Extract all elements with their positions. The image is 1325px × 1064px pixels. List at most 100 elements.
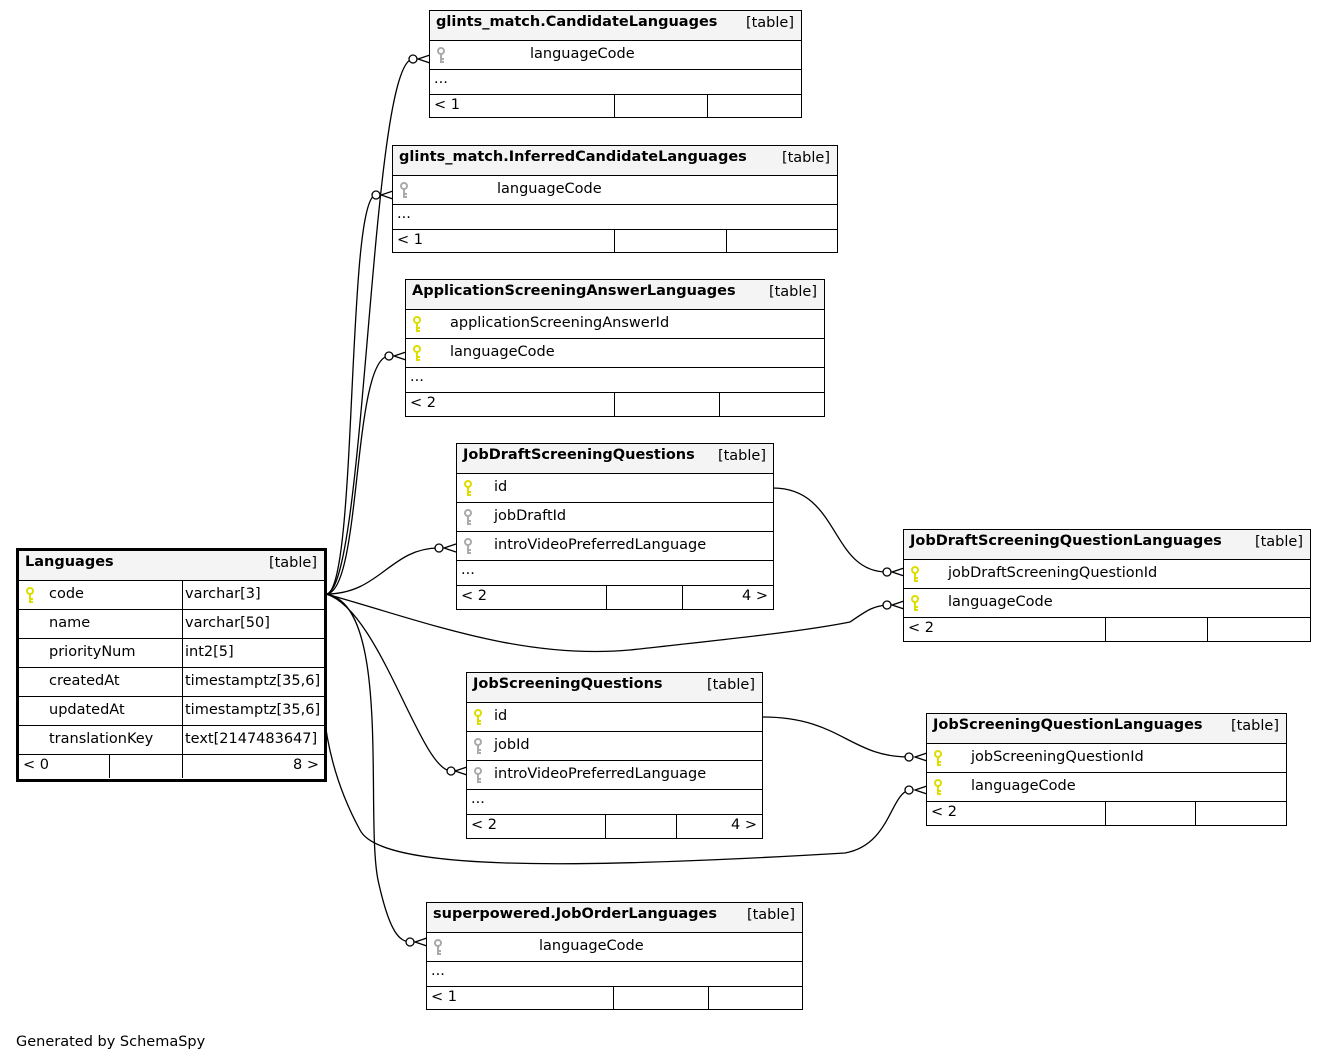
table-name[interactable]: JobDraftScreeningQuestions — [463, 447, 695, 463]
optional-marker — [408, 54, 418, 64]
table-header: ApplicationScreeningAnswerLanguages[tabl… — [406, 280, 824, 310]
table-candidate-languages[interactable]: glints_match.CandidateLanguages[table]la… — [429, 10, 802, 118]
column-row[interactable]: applicationScreeningAnswerId — [406, 310, 824, 339]
column-row[interactable]: introVideoPreferredLanguage — [467, 761, 762, 790]
column-row[interactable]: languageCode — [904, 589, 1310, 618]
optional-marker — [904, 752, 914, 762]
cell-divider — [182, 668, 183, 696]
crowfoot — [912, 752, 928, 762]
column-type: timestamptz[35,6] — [185, 673, 321, 689]
column-type: varchar[50] — [185, 615, 270, 631]
primary-key-icon — [412, 345, 426, 363]
children-count[interactable]: 8 > — [293, 757, 319, 773]
children-count[interactable]: 4 > — [742, 588, 768, 604]
parents-count[interactable]: < 2 — [908, 620, 934, 636]
crowfoot — [889, 567, 905, 577]
column-name: id — [494, 479, 508, 495]
parents-count[interactable]: < 0 — [23, 757, 49, 773]
parents-count[interactable]: < 2 — [461, 588, 487, 604]
column-name: name — [49, 615, 91, 631]
table-kind: [table] — [268, 555, 317, 571]
table-name[interactable]: Languages — [25, 554, 114, 570]
column-name: code — [49, 586, 84, 602]
parents-count[interactable]: < 2 — [410, 395, 436, 411]
column-name: introVideoPreferredLanguage — [494, 537, 707, 553]
table-footer: < 2 4 > — [457, 586, 773, 609]
table-job-order-languages[interactable]: superpowered.JobOrderLanguages[table]lan… — [426, 902, 803, 1010]
table-footer: < 1 — [430, 95, 801, 118]
more-columns-row[interactable]: ... — [430, 70, 801, 95]
column-name: jobDraftId — [494, 508, 567, 524]
column-name: languageCode — [450, 344, 555, 360]
column-name: languageCode — [539, 938, 644, 954]
column-row[interactable]: languageCode — [927, 773, 1286, 802]
table-name[interactable]: JobDraftScreeningQuestionLanguages — [910, 533, 1222, 549]
table-job-draft-screening-question-languages[interactable]: JobDraftScreeningQuestionLanguages [table… — [903, 529, 1311, 642]
column-name: translationKey — [49, 731, 154, 747]
optional-marker — [904, 785, 914, 795]
column-row[interactable]: jobDraftScreeningQuestionId — [904, 560, 1310, 589]
column-row[interactable]: languageCode — [393, 176, 837, 205]
column-row[interactable]: jobDraftId — [457, 503, 773, 532]
more-columns-row[interactable]: ... — [457, 561, 773, 586]
parents-count[interactable]: < 1 — [431, 989, 457, 1005]
table-header: glints_match.CandidateLanguages[table] — [430, 11, 801, 41]
table-footer: < 0 8 > — [19, 755, 324, 778]
column-row[interactable]: introVideoPreferredLanguage — [457, 532, 773, 561]
parents-count[interactable]: < 2 — [931, 804, 957, 820]
edge-jdsq-id — [772, 487, 888, 573]
more-columns-row[interactable]: ... — [393, 205, 837, 230]
parents-count[interactable]: < 1 — [434, 97, 460, 113]
column-row[interactable]: id — [467, 703, 762, 732]
more-columns-row[interactable]: ... — [467, 790, 762, 815]
table-footer: < 1 — [427, 987, 802, 1010]
more-columns-row[interactable]: ... — [427, 962, 802, 987]
cell-divider — [719, 393, 720, 416]
column-name: languageCode — [530, 46, 635, 62]
column-row[interactable]: languageCode — [427, 933, 802, 962]
column-row[interactable]: jobScreeningQuestionId — [927, 744, 1286, 773]
cell-divider — [606, 586, 607, 609]
table-name[interactable]: superpowered.JobOrderLanguages — [433, 906, 718, 922]
crowfoot — [912, 785, 928, 795]
table-name[interactable]: glints_match.CandidateLanguages — [436, 14, 718, 30]
table-name[interactable]: glints_match.InferredCandidateLanguages — [399, 149, 747, 165]
cell-divider — [182, 726, 183, 754]
cell-divider — [1105, 802, 1106, 825]
table-inferred-candidate-languages[interactable]: glints_match.InferredCandidateLanguages[… — [392, 145, 838, 253]
parents-count[interactable]: < 2 — [471, 817, 497, 833]
column-row[interactable]: name varchar[50] — [19, 610, 324, 639]
table-kind: [table] — [1254, 534, 1303, 550]
column-row[interactable]: jobId — [467, 732, 762, 761]
column-name: updatedAt — [49, 702, 125, 718]
column-row[interactable]: languageCode — [430, 41, 801, 70]
column-row[interactable]: id — [457, 474, 773, 503]
table-job-draft-screening-questions[interactable]: JobDraftScreeningQuestions[table] id jobDr… — [456, 443, 774, 610]
cell-divider — [182, 697, 183, 725]
table-job-screening-question-languages[interactable]: JobScreeningQuestionLanguages[table]jobS… — [926, 713, 1287, 826]
column-name: languageCode — [948, 594, 1053, 610]
table-header: JobDraftScreeningQuestions[table] — [457, 444, 773, 474]
table-name[interactable]: JobScreeningQuestions — [473, 676, 663, 692]
table-name[interactable]: ApplicationScreeningAnswerLanguages — [412, 283, 736, 299]
table-footer: < 1 — [393, 230, 837, 253]
parents-count[interactable]: < 1 — [397, 232, 423, 248]
table-application-screening-answer-languages[interactable]: ApplicationScreeningAnswerLanguages[tabl… — [405, 279, 825, 417]
cell-divider — [1207, 618, 1208, 641]
generated-by-label: Generated by SchemaSpy — [16, 1034, 206, 1050]
more-columns-row[interactable]: ... — [406, 368, 824, 393]
primary-key-icon — [25, 587, 39, 605]
crowfoot — [412, 937, 428, 947]
column-row[interactable]: languageCode — [406, 339, 824, 368]
table-footer: < 2 — [904, 618, 1310, 641]
column-name: id — [494, 708, 508, 724]
table-name[interactable]: JobScreeningQuestionLanguages — [933, 717, 1203, 733]
children-count[interactable]: 4 > — [731, 817, 757, 833]
